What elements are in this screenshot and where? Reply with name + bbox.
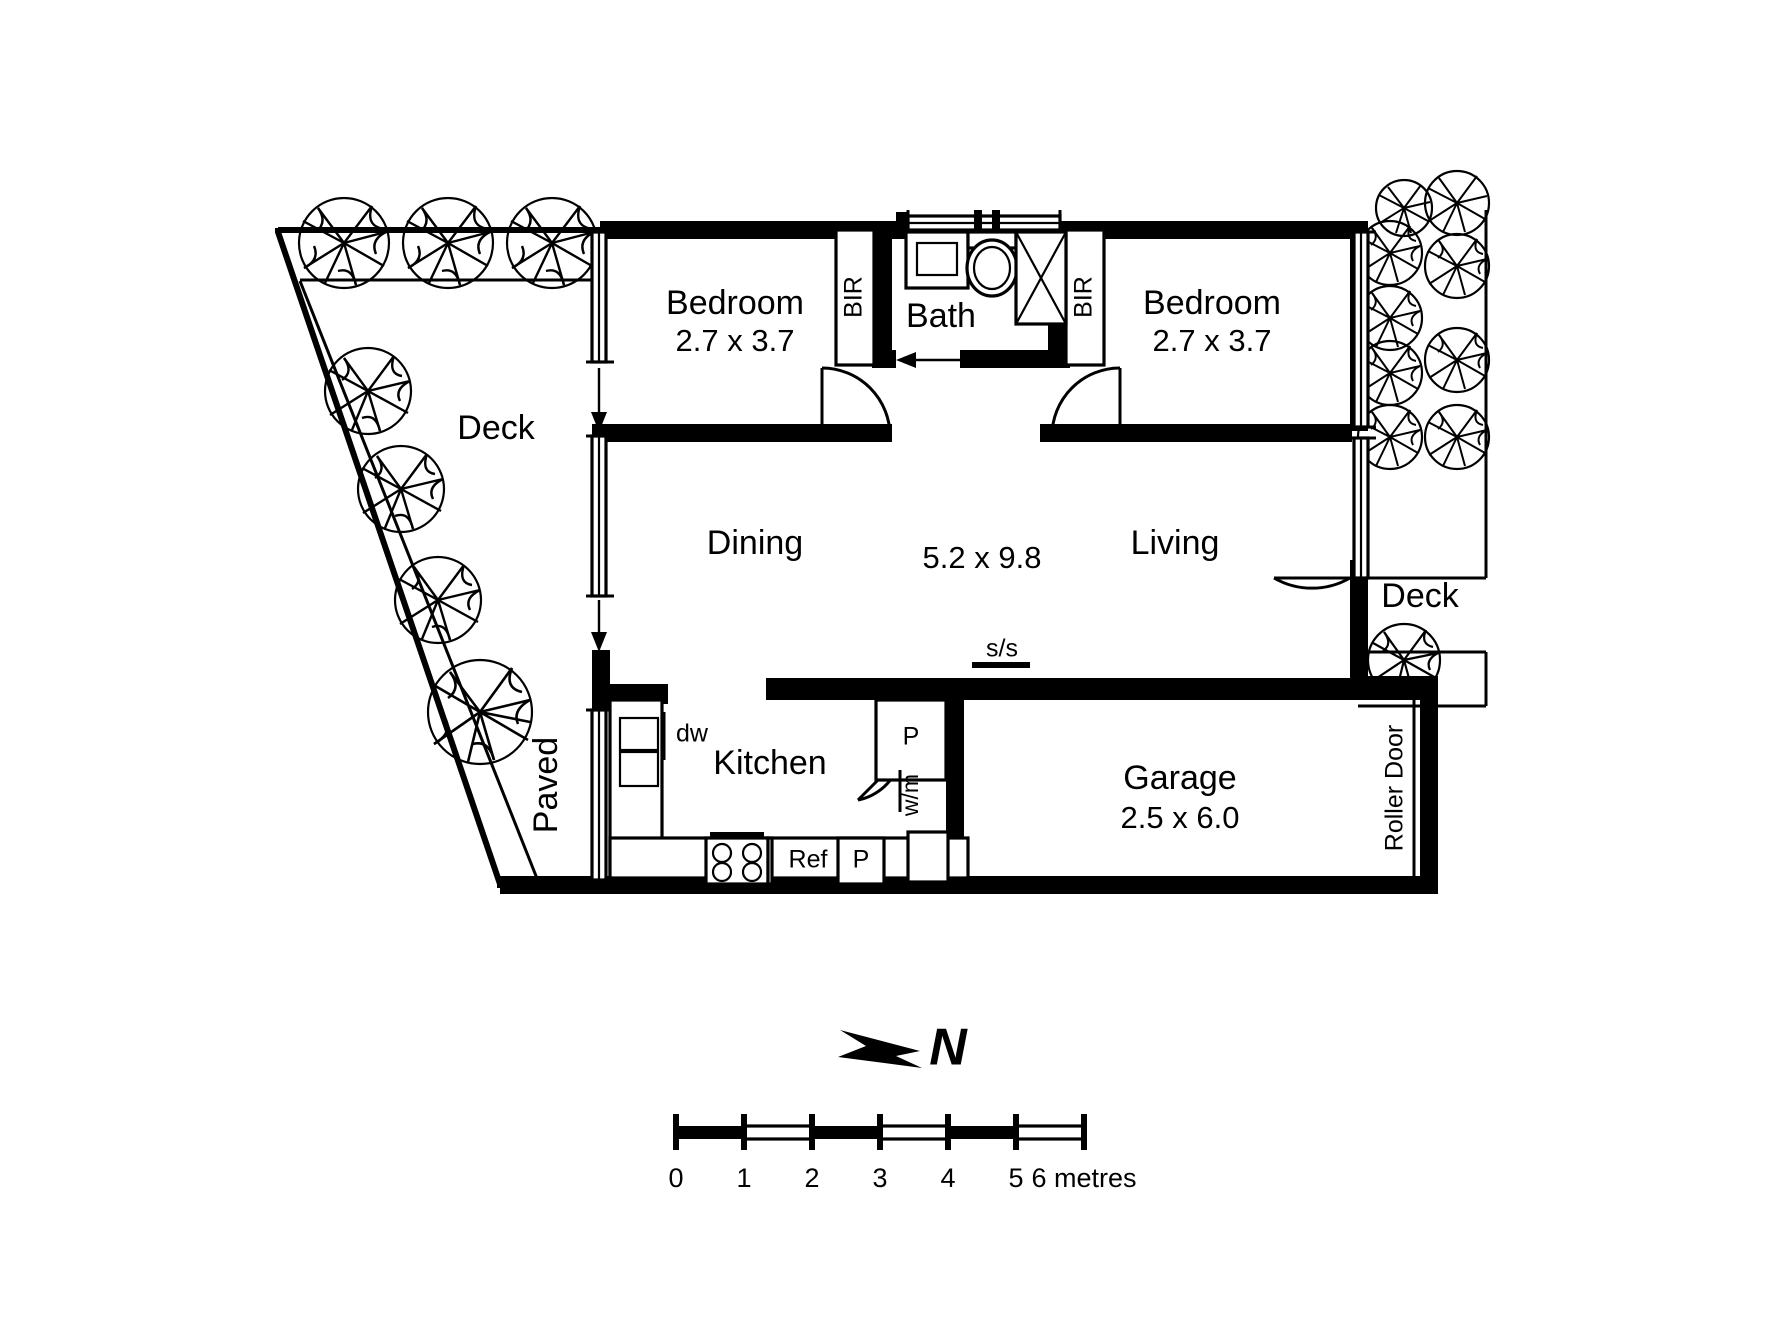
open-plan-dimensions: 5.2 x 9.8 [923, 540, 1042, 575]
wall-bir-left [872, 221, 892, 361]
door-bedroom-right [1050, 366, 1122, 437]
stainless-steel-marker: s/s [972, 635, 1030, 668]
bir-left-closet: BIR [834, 228, 876, 367]
window-bath-top [906, 210, 1062, 238]
deck-left-label: Deck [457, 409, 535, 447]
window-right-bedroom [1348, 230, 1376, 429]
windows-group [586, 210, 1376, 882]
bedroom-left-label: Bedroom [666, 284, 804, 322]
wall-top-right [1068, 221, 1368, 239]
pantry-upper: P [874, 698, 948, 782]
scale-seg-0-1 [676, 1126, 744, 1139]
dining-label: Dining [707, 524, 803, 562]
tree-icon [401, 196, 495, 290]
kitchen-fittings: dw Ref P P w/m [608, 635, 1030, 886]
tree-icon [323, 346, 413, 436]
window-right-living [1348, 436, 1376, 580]
scale-tick-0 [673, 1114, 679, 1150]
window-left-kitchen [586, 708, 614, 882]
bedroom-left-dimensions: 2.7 x 3.7 [676, 323, 795, 358]
scale-seg-2-3 [812, 1126, 880, 1139]
roller-door-group: Roller Door [1381, 700, 1416, 876]
scale-tick-5 [1013, 1114, 1019, 1150]
paved-label: Paved [527, 737, 565, 833]
tree-icon [426, 658, 534, 766]
wall-bedroom-right-bottom [1040, 424, 1352, 442]
north-arrow-icon [838, 1030, 922, 1068]
living-label: Living [1131, 524, 1220, 562]
vanity-icon [904, 230, 970, 290]
deck-right-label: Deck [1381, 577, 1459, 615]
scale-label-end: 6 metres [1031, 1163, 1136, 1193]
shower-icon [1014, 230, 1068, 326]
sink-icon [618, 716, 660, 788]
bir-left-label: BIR [840, 276, 868, 318]
pantry-upper-label: P [903, 723, 920, 751]
wall-kitchen-garage-top [766, 678, 1420, 700]
fridge-divider [766, 836, 774, 886]
scale-label-1: 1 [736, 1163, 751, 1193]
scale-tick-3 [877, 1114, 883, 1150]
bedroom-right-dimensions: 2.7 x 3.7 [1153, 323, 1272, 358]
bath-label: Bath [906, 297, 976, 335]
tree-icon [1374, 178, 1434, 238]
scale-seg-4-5 [948, 1126, 1016, 1139]
scale-label-4: 4 [940, 1163, 955, 1193]
door-bedroom-left [820, 366, 892, 437]
tree-icon [1423, 326, 1491, 394]
tree-icon [1423, 403, 1491, 471]
scale-seg-3-4 [878, 1124, 950, 1141]
laundry-tub-icon [906, 830, 950, 884]
room-labels: Bedroom 2.7 x 3.7 Bath Bedroom 2.7 x 3.7… [457, 284, 1459, 835]
wall-bath-stub [896, 212, 908, 226]
refrigerator-label: Ref [789, 846, 828, 874]
washing-machine: w/m [897, 770, 923, 817]
wall-right-mid [1350, 560, 1368, 690]
north-letter-label: N [929, 1019, 968, 1077]
scale-tick-4 [945, 1114, 951, 1150]
scale-label-2: 2 [804, 1163, 819, 1193]
washing-machine-label: w/m [897, 774, 923, 817]
kitchen-label: Kitchen [713, 744, 826, 782]
wall-bedroom-left-bottom [592, 424, 892, 442]
scale-label-3: 3 [872, 1163, 887, 1193]
tree-group-left [297, 196, 599, 766]
tree-icon [297, 196, 391, 290]
dimension-arrows [591, 368, 607, 652]
bath-sliding-door [896, 352, 1046, 368]
wall-bath-bottom-left [872, 350, 896, 368]
bir-right-label: BIR [1070, 276, 1098, 318]
pantry-lower-label: P [853, 846, 870, 874]
garage-label: Garage [1123, 759, 1236, 797]
window-left-lower [586, 434, 614, 598]
scale-seg-5-6 [1014, 1124, 1086, 1141]
scale-label-5: 5 [1008, 1163, 1023, 1193]
bedroom-right-label: Bedroom [1143, 284, 1281, 322]
toilet-icon [965, 230, 1019, 298]
wall-right-garage [1420, 688, 1438, 894]
cooktop-icon [704, 832, 770, 886]
scale-tick-1 [741, 1114, 747, 1150]
window-left-upper [586, 230, 614, 364]
roller-door-label: Roller Door [1381, 725, 1409, 851]
scale-tick-2 [809, 1114, 815, 1150]
dishwasher-label: dw [676, 720, 709, 748]
scale-tick-6 [1081, 1114, 1087, 1150]
tree-icon [356, 444, 446, 534]
scale-label-0: 0 [668, 1163, 683, 1193]
door-living-deck [1273, 576, 1351, 590]
wall-kitchen-garage-side [946, 688, 964, 884]
scale-bar-group: 0 1 2 3 4 5 6 metres [668, 1114, 1137, 1193]
tree-icon [505, 196, 599, 290]
tree-icon [393, 555, 483, 645]
bir-right-closet: BIR [1064, 228, 1106, 367]
bir-group: BIR BIR [834, 228, 1106, 367]
pantry-lower: P [836, 836, 886, 886]
stainless-steel-label: s/s [986, 635, 1018, 663]
north-arrow-group: N [838, 1019, 968, 1077]
garage-dimensions: 2.5 x 6.0 [1121, 800, 1240, 835]
scale-seg-1-2 [742, 1124, 814, 1141]
bath-fixtures [904, 230, 1068, 326]
